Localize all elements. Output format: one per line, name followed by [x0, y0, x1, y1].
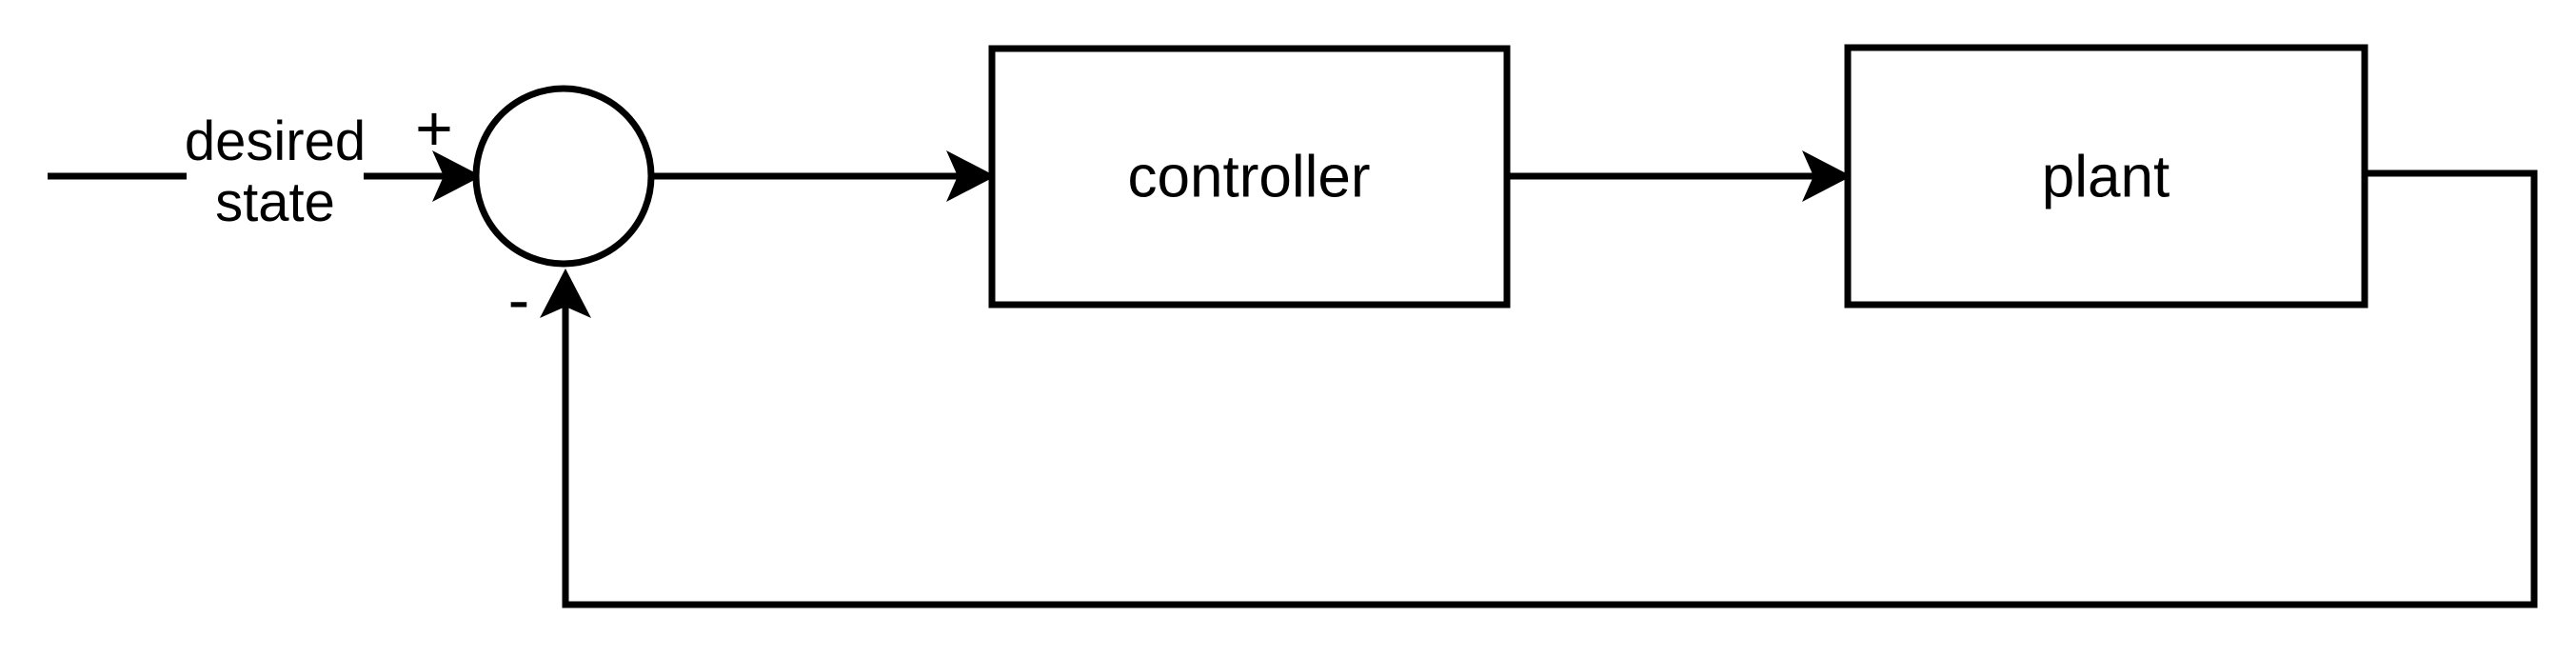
input-arrow-into-sum [364, 150, 482, 202]
controller-to-plant-wire [1507, 150, 1852, 202]
summing-junction-circle[interactable] [472, 85, 655, 268]
plus-sign-label: + [415, 92, 453, 165]
input-arrowhead-icon [432, 150, 482, 202]
sum-to-controller-wire [651, 150, 996, 202]
plant-block[interactable]: plant [1844, 44, 2368, 309]
controller-block[interactable]: controller [988, 45, 1511, 309]
controller-block-label: controller [1128, 144, 1371, 209]
sum-to-controller-arrowhead-icon [946, 150, 996, 202]
minus-sign-label: - [508, 264, 530, 336]
feedback-wire [540, 169, 2538, 608]
feedback-arrowhead-icon [540, 269, 591, 318]
feedback-wire-path [562, 169, 2538, 608]
controller-to-plant-arrowhead-icon [1802, 150, 1852, 202]
input-signal-label-line1: desired [185, 110, 366, 172]
controller-block-rect[interactable] [988, 45, 1511, 309]
plant-block-label: plant [2042, 144, 2170, 209]
plant-block-rect[interactable] [1844, 44, 2368, 309]
input-signal-label-line2: state [215, 171, 335, 233]
